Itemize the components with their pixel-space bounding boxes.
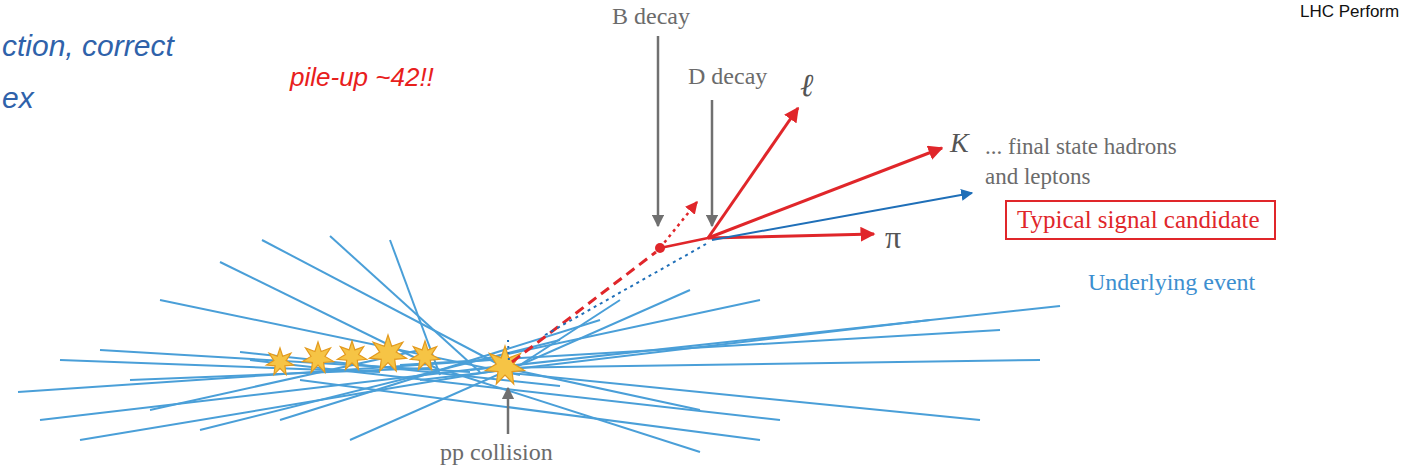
collision-star [337, 341, 366, 370]
slide-header: LHC Perform [1300, 2, 1399, 22]
bachelor-track [712, 193, 972, 240]
track-line [130, 368, 430, 380]
collision-star [302, 342, 333, 372]
pileup-label: pile-up ~42!! [290, 62, 434, 93]
decay-label: D decay [688, 62, 767, 91]
underlying-event-label: Underlying event [1088, 268, 1255, 297]
track-line [330, 236, 480, 372]
track-line [490, 360, 1040, 368]
d-flight-path [660, 238, 708, 248]
collision-star [410, 341, 439, 370]
track-line [505, 368, 700, 410]
track-line [520, 300, 620, 365]
particle-label: ℓ [800, 66, 813, 104]
collision-star [370, 335, 407, 371]
track-line [400, 330, 1000, 365]
signal-box: Typical signal candidate [1005, 200, 1276, 240]
underlying-event-tracks [18, 236, 1060, 452]
lepton-track [708, 108, 798, 238]
track-line [470, 306, 1060, 370]
b-decay-pointer [657, 36, 660, 226]
collision-star [266, 348, 293, 375]
extrapolated-track [508, 340, 509, 362]
slide-text: ex [2, 80, 34, 116]
decay-label: B decay [612, 2, 690, 31]
final-state-note: ... final state hadrons and leptons [985, 132, 1190, 192]
collision-label: pp collision [440, 438, 553, 467]
collision-pointer [507, 388, 510, 434]
kaon-track [708, 148, 942, 238]
collision-stars [266, 335, 524, 384]
b-decay-vertex [655, 243, 665, 253]
extrapolated-track [545, 244, 706, 335]
track-line [500, 372, 980, 420]
track-line [480, 300, 760, 360]
particle-label: K [950, 126, 969, 160]
particle-label: π [885, 218, 901, 256]
b-flight-path [512, 252, 656, 362]
box-text: Typical signal candidate [1017, 206, 1264, 234]
collision-star [486, 346, 525, 384]
d-decay-pointer [711, 100, 714, 226]
slide-text: ction, correct [2, 28, 174, 64]
